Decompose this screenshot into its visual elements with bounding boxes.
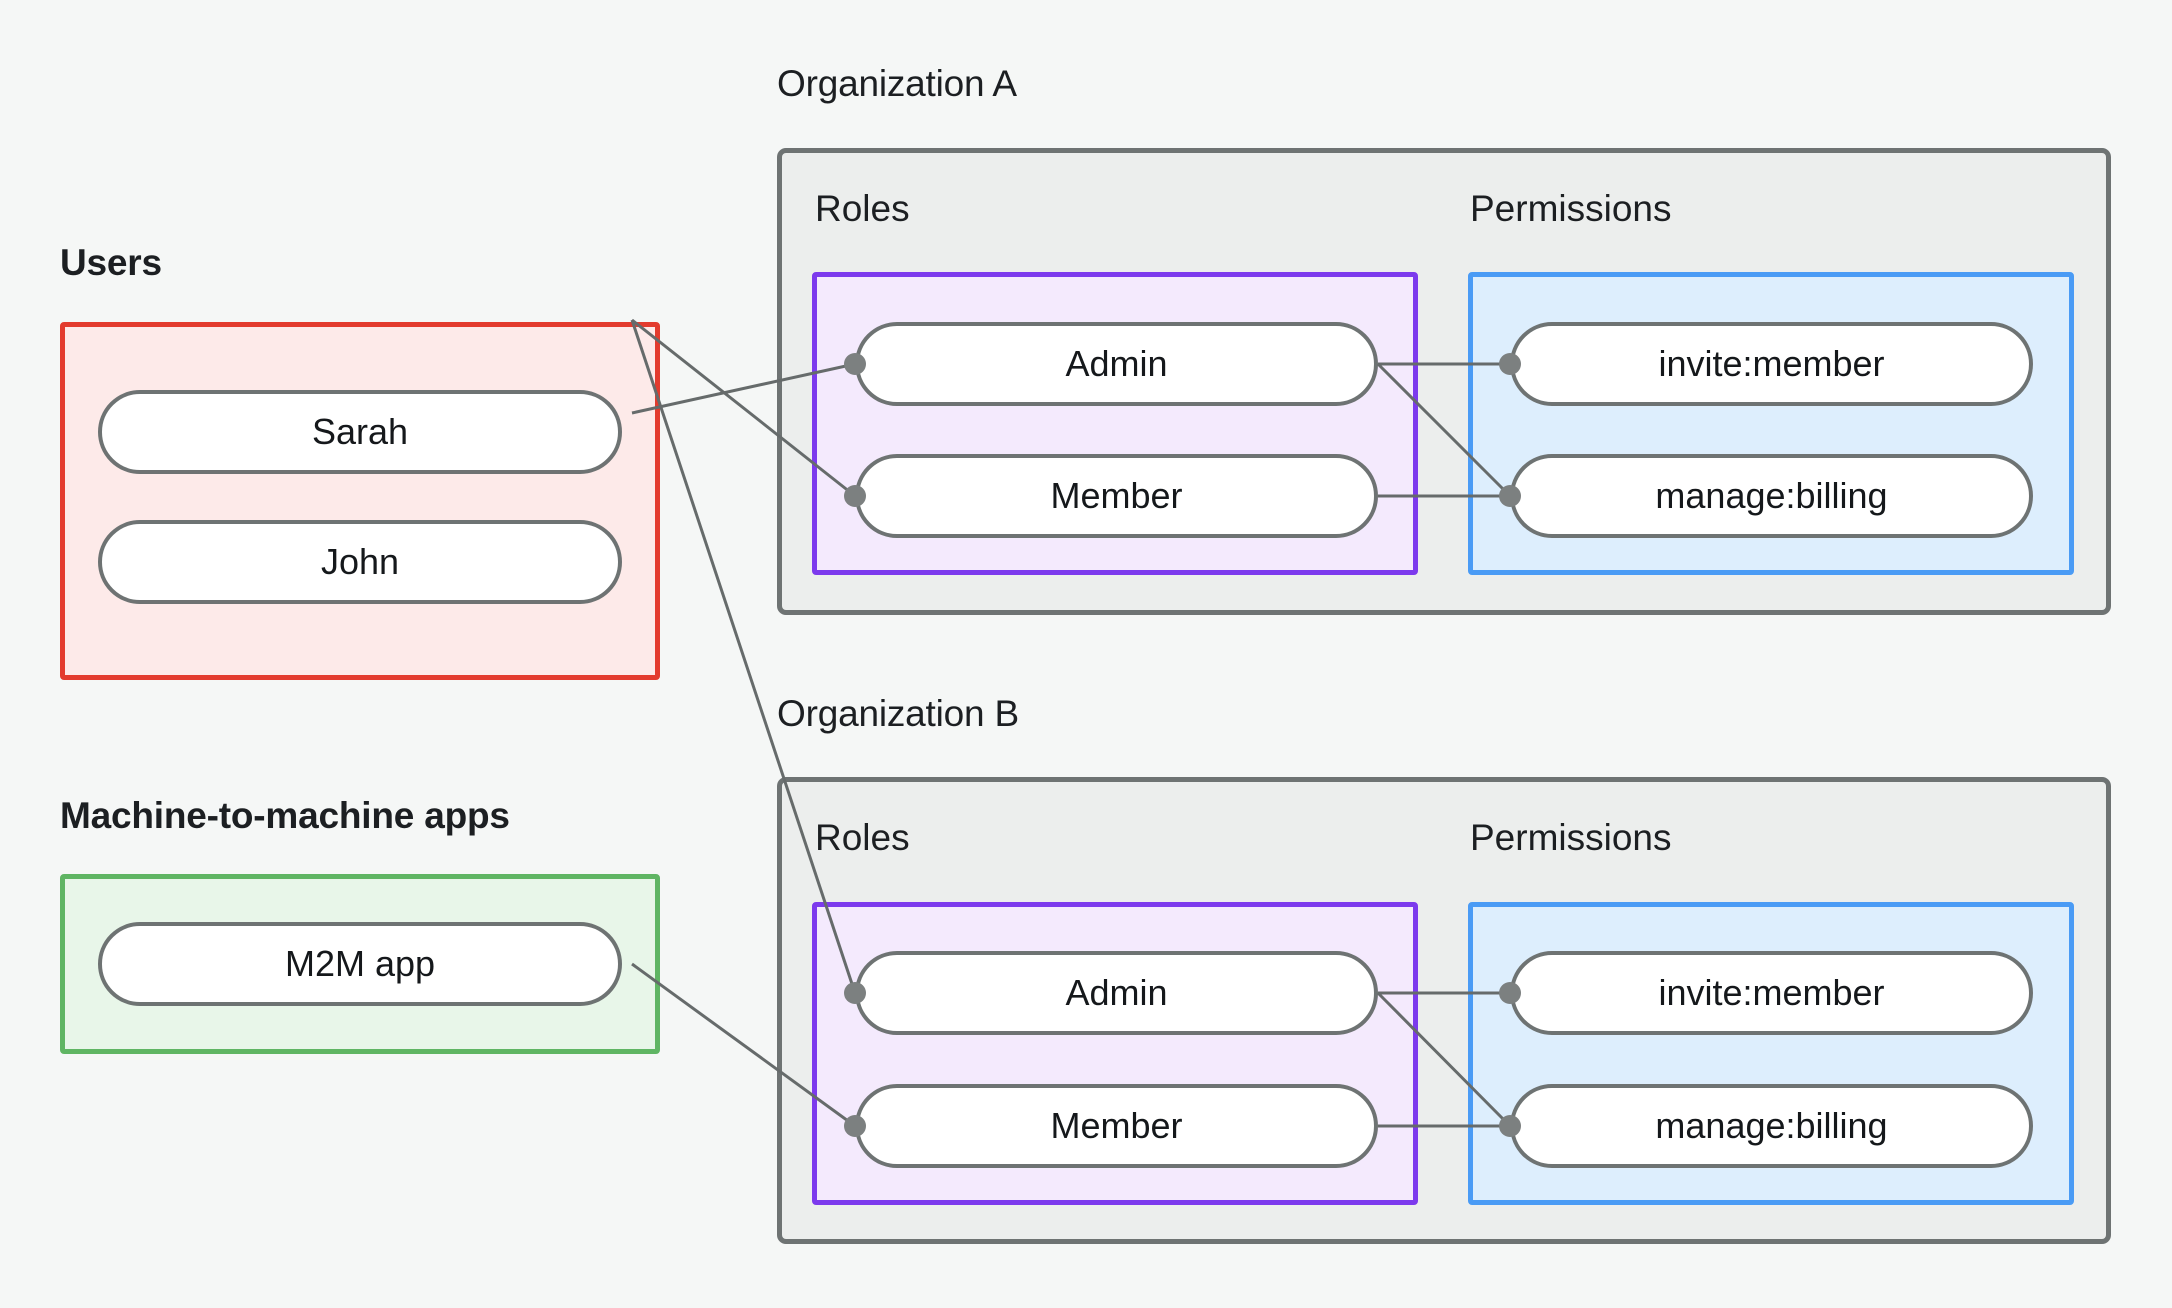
- user-node-john[interactable]: John: [98, 520, 622, 604]
- m2m-node-app[interactable]: M2M app: [98, 922, 622, 1006]
- org-a-role-admin[interactable]: Admin: [855, 322, 1378, 406]
- org-a-caption: Organization A: [777, 63, 1017, 104]
- users-caption: Users: [60, 242, 162, 283]
- org-b-role-admin[interactable]: Admin: [855, 951, 1378, 1035]
- users-group-box: [60, 322, 660, 680]
- m2m-caption: Machine-to-machine apps: [60, 795, 510, 836]
- org-b-permissions-label: Permissions: [1470, 817, 1672, 858]
- org-b-permission-invite-member[interactable]: invite:member: [1510, 951, 2033, 1035]
- org-b-permission-manage-billing[interactable]: manage:billing: [1510, 1084, 2033, 1168]
- org-a-permission-invite-member[interactable]: invite:member: [1510, 322, 2033, 406]
- org-b-roles-label: Roles: [815, 817, 910, 858]
- org-a-permission-manage-billing[interactable]: manage:billing: [1510, 454, 2033, 538]
- org-a-roles-label: Roles: [815, 188, 910, 229]
- org-b-caption: Organization B: [777, 693, 1019, 734]
- user-node-sarah[interactable]: Sarah: [98, 390, 622, 474]
- org-a-role-member[interactable]: Member: [855, 454, 1378, 538]
- org-b-role-member[interactable]: Member: [855, 1084, 1378, 1168]
- org-a-permissions-label: Permissions: [1470, 188, 1672, 229]
